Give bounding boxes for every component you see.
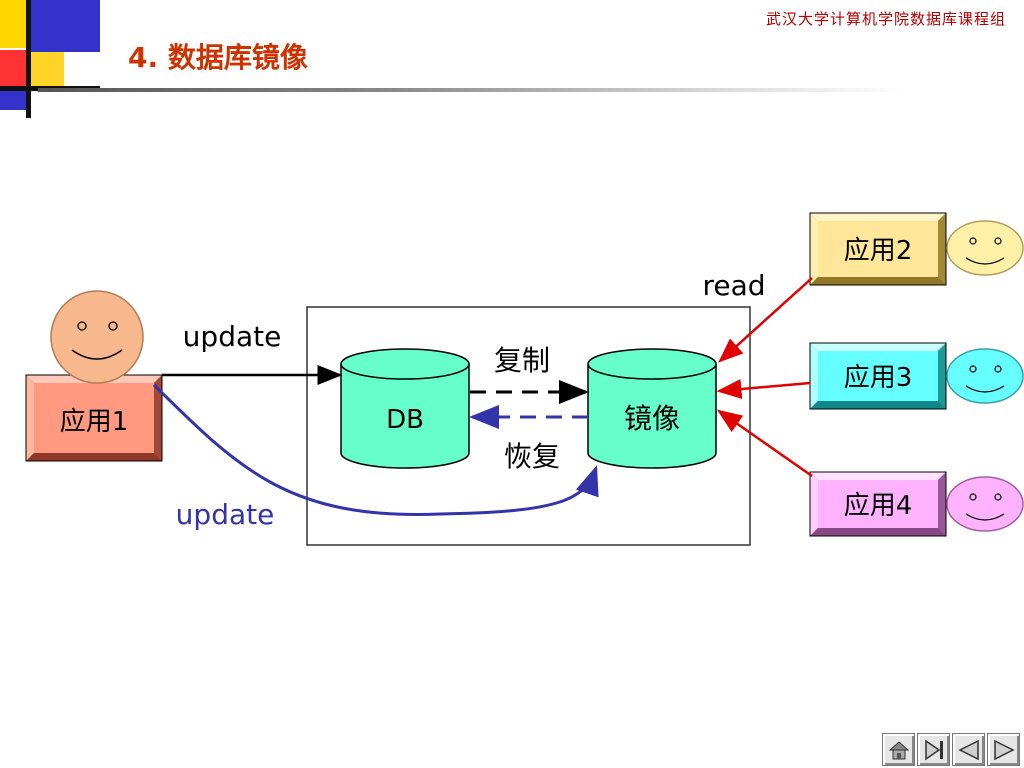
- restore-label: 恢复: [504, 440, 560, 473]
- user3-smiley-icon: [946, 348, 1024, 404]
- mirror-label: 镜像: [624, 402, 680, 435]
- app2-box: [809, 212, 947, 286]
- mirror-cylinder: [587, 348, 717, 469]
- update-arrow-mirror: [152, 383, 599, 516]
- copy-label: 复制: [494, 344, 550, 377]
- prev-icon: [957, 739, 979, 760]
- app3-label: 应用3: [844, 363, 913, 393]
- next-slide-button[interactable]: [987, 733, 1020, 766]
- read-arrow-app3: [716, 379, 811, 399]
- last-slide-button[interactable]: [917, 733, 950, 766]
- db-label: DB: [386, 405, 424, 435]
- next-icon: [993, 739, 1015, 760]
- user4-smiley-icon: [946, 476, 1024, 532]
- app4-label: 应用4: [844, 491, 913, 521]
- user1-smiley-icon: [50, 290, 144, 384]
- title-underline: [38, 88, 908, 92]
- read-arrow-app2: [718, 277, 813, 363]
- update-label-bottom: update: [176, 498, 275, 531]
- slide-navigation: [882, 733, 1020, 766]
- prev-slide-button[interactable]: [952, 733, 985, 766]
- user2-smiley-icon: [946, 220, 1024, 276]
- read-arrow-app4: [716, 409, 813, 478]
- last-icon: [924, 739, 943, 760]
- slide-title: 4. 数据库镜像: [128, 41, 308, 74]
- home-icon: [888, 740, 909, 759]
- corner-decoration: [0, 0, 100, 118]
- app1-label: 应用1: [60, 407, 129, 437]
- course-name: 武汉大学计算机学院数据库课程组: [765, 10, 1006, 28]
- app1-box: [25, 374, 163, 462]
- db-cylinder: [340, 348, 470, 469]
- app2-label: 应用2: [844, 236, 913, 266]
- mirror-system-box: [306, 306, 751, 546]
- app4-box: [809, 471, 947, 537]
- update-label-top: update: [183, 320, 282, 353]
- home-button[interactable]: [882, 733, 915, 766]
- app3-box: [809, 342, 947, 410]
- read-label: read: [702, 269, 765, 302]
